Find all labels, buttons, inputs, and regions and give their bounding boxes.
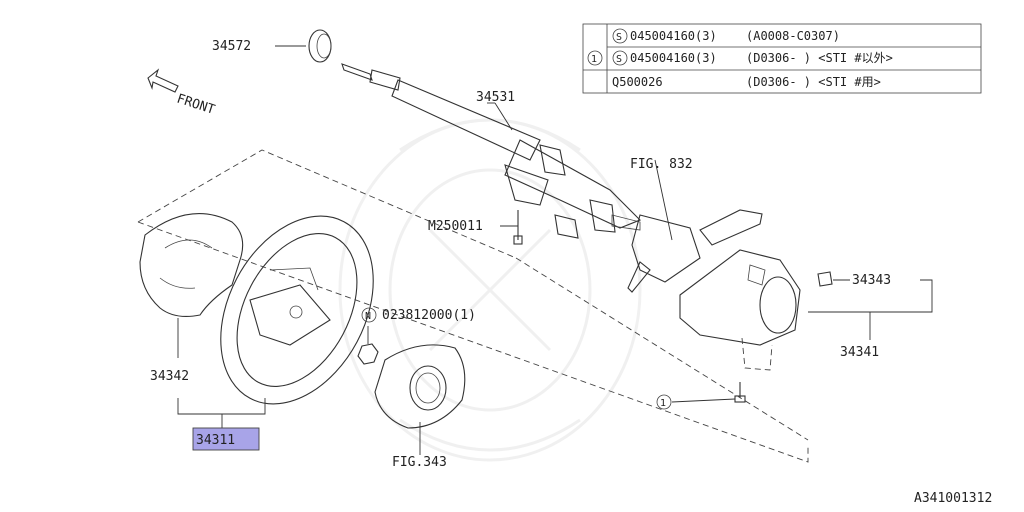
diagram-id: A341001312 — [914, 491, 992, 506]
spec-table: 1 S 045004160(3) (A0008-C0307) S 0450041… — [582, 23, 982, 94]
row2-spec: (D0306- ) <STI #以外> — [746, 51, 893, 65]
ring-34572: 34572 — [212, 29, 332, 63]
front-arrow: FRONT — [147, 68, 217, 118]
label-023812000: 023812000(1) — [382, 308, 476, 323]
assembly-boundary — [137, 149, 809, 463]
row3-spec: (D0306- ) <STI #用> — [746, 75, 881, 89]
callout-1-label: 1 — [660, 398, 666, 409]
row2-code: 045004160(3) — [630, 51, 717, 65]
rear-cover-34342: 34342 — [139, 212, 244, 384]
table-marker-circle — [587, 50, 603, 66]
airbag-module: FIG.343 — [374, 344, 466, 470]
callout-1-circle — [656, 394, 672, 410]
combination-switch: FIG. 832 — [627, 157, 763, 293]
screw-callout-1: 1 — [656, 382, 746, 410]
label-34531: 34531 — [476, 90, 515, 105]
label-34572: 34572 — [212, 39, 251, 54]
steering-column-34531: 34531 — [341, 63, 641, 239]
column-cover-34341: 34343 34341 — [679, 249, 933, 371]
label-fig-832: FIG. 832 — [630, 157, 693, 172]
row1-code: 045004160(3) — [630, 29, 717, 43]
steering-wheel — [220, 215, 374, 405]
table-marker: 1 — [591, 54, 597, 65]
row3-code: Q500026 — [612, 75, 663, 89]
highlight-34311 — [192, 427, 260, 451]
n-prefix: N — [365, 311, 371, 322]
s-prefix-circle — [612, 50, 628, 66]
s-prefix-circle — [612, 28, 628, 44]
nut-023812000: N 023812000(1) — [357, 307, 476, 365]
label-m250011: M250011 — [428, 219, 483, 234]
label-34311: 34311 — [196, 433, 235, 448]
label-34342: 34342 — [150, 369, 189, 384]
row1-prefix: S — [616, 32, 622, 43]
row1-spec: (A0008-C0307) — [746, 29, 840, 43]
n-prefix-circle — [361, 307, 377, 323]
label-fig-343: FIG.343 — [392, 455, 447, 470]
watermark-emblem — [338, 118, 642, 462]
bolt-m250011: M250011 — [428, 210, 523, 245]
row2-prefix: S — [616, 54, 622, 65]
label-34343: 34343 — [852, 273, 891, 288]
front-label: FRONT — [175, 92, 217, 118]
label-34341: 34341 — [840, 345, 879, 360]
wheel-assembly-34311: 34311 — [177, 398, 266, 451]
